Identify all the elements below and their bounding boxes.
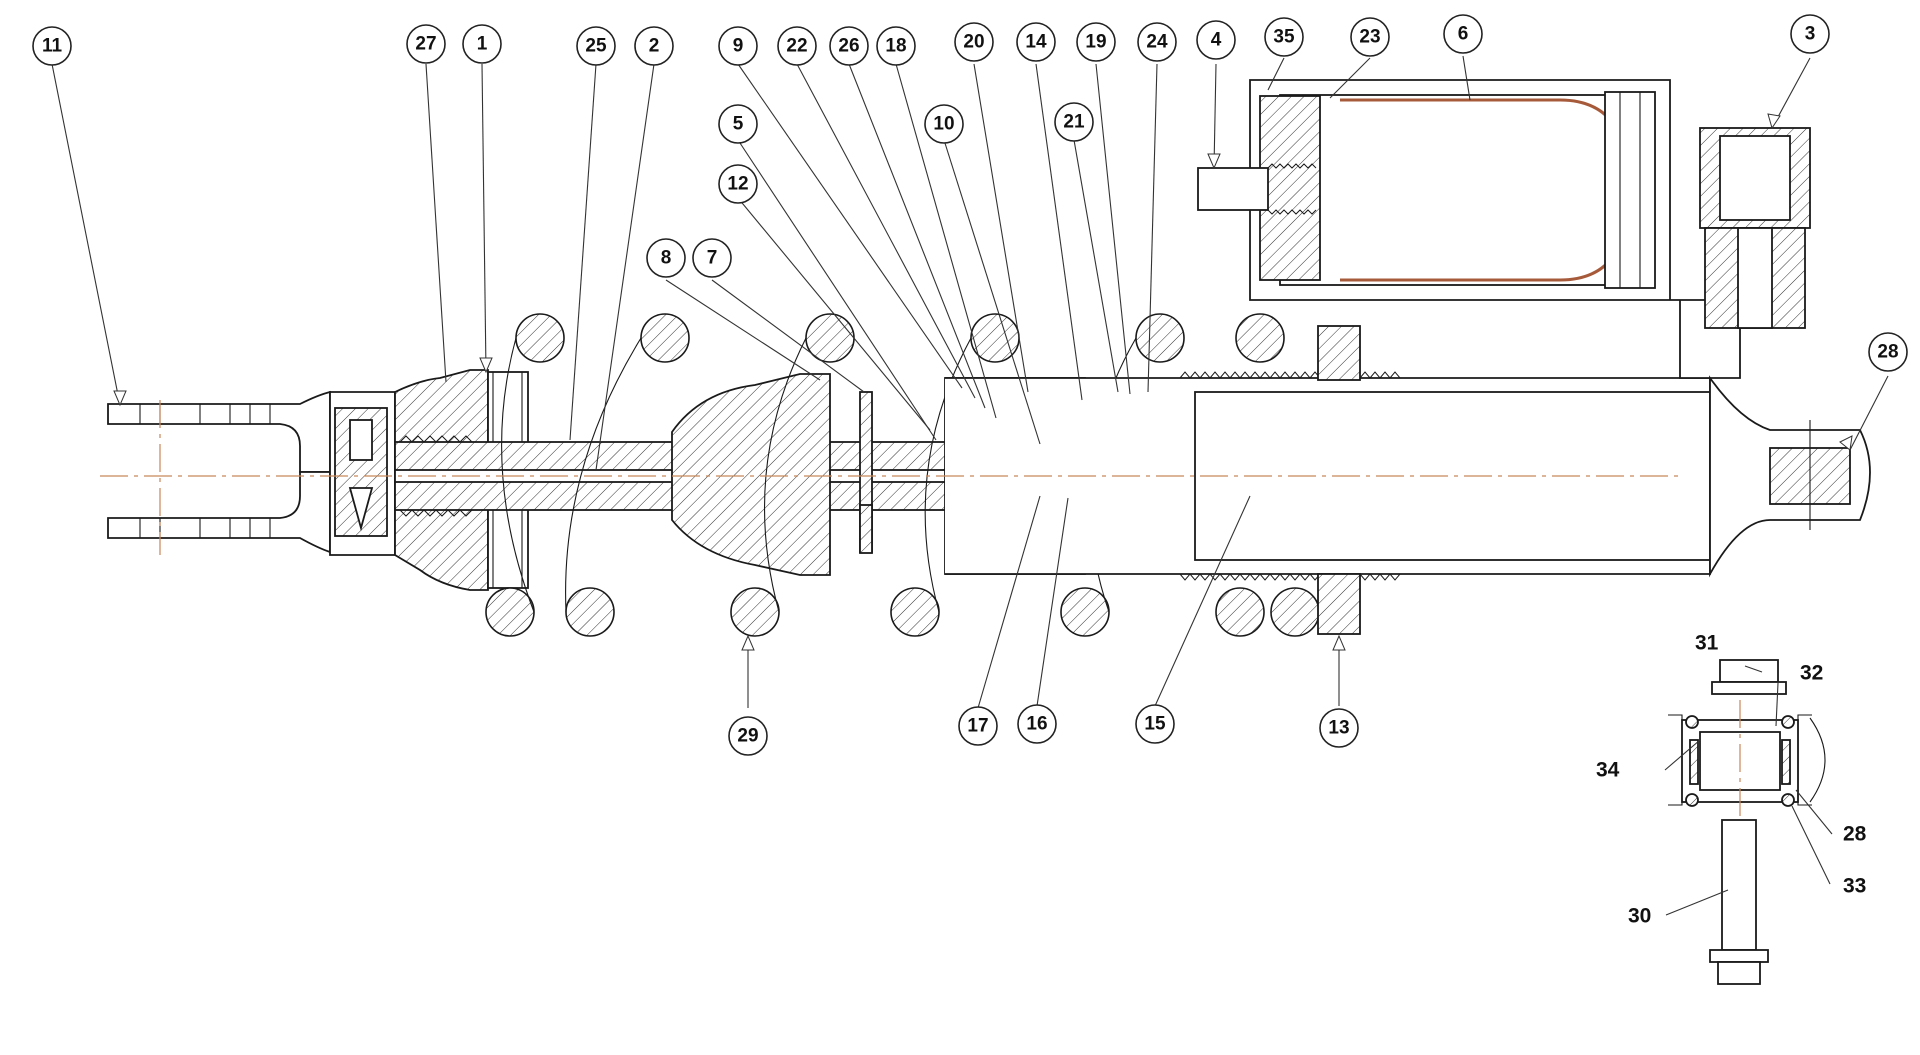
svg-text:28: 28 — [1877, 342, 1898, 363]
balloon-27: 27 — [406, 24, 446, 64]
rod-thread-left — [399, 435, 473, 443]
svg-text:20: 20 — [963, 32, 984, 53]
balloon-22: 22 — [777, 26, 817, 66]
preload-collar — [1317, 325, 1361, 381]
svg-text:10: 10 — [933, 114, 954, 135]
detail-label-34: 34 — [1596, 759, 1620, 782]
svg-text:26: 26 — [838, 36, 859, 57]
detail-pin-head — [1717, 961, 1761, 985]
reservoir-cap — [1259, 95, 1321, 281]
detail-pin — [1721, 819, 1757, 951]
balloon-24: 24 — [1137, 22, 1177, 62]
detail-bolt-head — [1719, 659, 1779, 683]
svg-text:8: 8 — [661, 248, 672, 269]
svg-text:27: 27 — [415, 34, 436, 55]
spring-coils — [485, 313, 1320, 637]
svg-text:23: 23 — [1359, 27, 1380, 48]
detail-label-28: 28 — [1843, 823, 1867, 846]
svg-text:9: 9 — [733, 36, 744, 57]
balloon-10: 10 — [924, 104, 964, 144]
balloon-35: 35 — [1264, 17, 1304, 57]
detail-label-30: 30 — [1628, 905, 1651, 928]
balloon-2: 2 — [634, 26, 674, 66]
bump-stop — [671, 373, 831, 576]
svg-text:2: 2 — [649, 36, 660, 57]
leader-lines — [51, 55, 1889, 916]
detail-labels: 31 32 34 28 33 30 — [1596, 632, 1867, 928]
washer-lower — [859, 504, 873, 554]
detail-housing-right — [1797, 714, 1812, 806]
balloon-1: 1 — [462, 24, 502, 64]
detail-label-33: 33 — [1843, 875, 1866, 898]
balloon-13: 13 — [1319, 708, 1359, 748]
svg-text:6: 6 — [1458, 24, 1469, 45]
svg-text:12: 12 — [727, 174, 748, 195]
svg-text:18: 18 — [885, 36, 906, 57]
balloon-12: 12 — [718, 164, 758, 204]
clevis-eye — [107, 390, 331, 473]
rod-end-valve-core — [349, 419, 373, 461]
balloon-21: 21 — [1054, 102, 1094, 142]
detail-label-31: 31 — [1695, 632, 1719, 655]
svg-text:16: 16 — [1026, 714, 1047, 735]
shock-absorber-section — [100, 79, 1871, 637]
balloon-11: 11 — [32, 26, 72, 66]
balloon-18: 18 — [876, 26, 916, 66]
svg-text:13: 13 — [1328, 718, 1349, 739]
bearing-detail-view — [1668, 659, 1826, 985]
balloon-14: 14 — [1016, 22, 1056, 62]
svg-text:15: 15 — [1144, 714, 1166, 735]
svg-text:3: 3 — [1805, 24, 1816, 45]
svg-text:7: 7 — [707, 248, 718, 269]
balloon-16: 16 — [1017, 704, 1057, 744]
balloon-9: 9 — [718, 26, 758, 66]
balloon-8: 8 — [646, 238, 686, 278]
detail-arc — [1809, 717, 1826, 803]
svg-text:29: 29 — [737, 726, 758, 747]
balloon-25: 25 — [576, 26, 616, 66]
svg-text:19: 19 — [1085, 32, 1106, 53]
balloon-6: 6 — [1443, 14, 1483, 54]
reservoir-end-seal — [1604, 91, 1656, 289]
svg-text:24: 24 — [1146, 32, 1168, 53]
svg-text:4: 4 — [1211, 30, 1222, 51]
svg-text:25: 25 — [585, 36, 607, 57]
svg-text:14: 14 — [1025, 32, 1047, 53]
balloon-29: 29 — [728, 716, 768, 756]
svg-text:1: 1 — [477, 34, 488, 55]
svg-text:5: 5 — [733, 114, 744, 135]
svg-text:11: 11 — [42, 36, 63, 57]
part-balloons: 11 27 1 25 2 9 22 26 18 20 14 19 24 4 35… — [32, 14, 1908, 756]
svg-text:22: 22 — [786, 36, 807, 57]
balloon-3: 3 — [1790, 14, 1830, 54]
balloon-5: 5 — [718, 104, 758, 144]
balloon-7: 7 — [692, 238, 732, 278]
body-thread-top — [1179, 371, 1401, 379]
balloon-20: 20 — [954, 22, 994, 62]
detail-label-32: 32 — [1800, 662, 1823, 685]
reservoir-valve — [1197, 167, 1269, 211]
svg-text:17: 17 — [967, 716, 988, 737]
rod-end-valve-tip — [348, 487, 374, 532]
balloon-15: 15 — [1135, 704, 1175, 744]
leader-arrows — [113, 113, 1853, 651]
reservoir-inner — [1279, 94, 1641, 286]
svg-text:35: 35 — [1273, 27, 1295, 48]
svg-text:21: 21 — [1063, 112, 1085, 133]
balloon-26: 26 — [829, 26, 869, 66]
clevis-eye-lower — [107, 471, 331, 554]
balloon-17: 17 — [958, 706, 998, 746]
detail-housing-left — [1668, 714, 1683, 806]
balloon-28: 28 — [1868, 332, 1908, 372]
balloon-4: 4 — [1196, 20, 1236, 60]
balloon-23: 23 — [1350, 17, 1390, 57]
body-thread-bottom — [1179, 573, 1401, 581]
balloon-19: 19 — [1076, 22, 1116, 62]
